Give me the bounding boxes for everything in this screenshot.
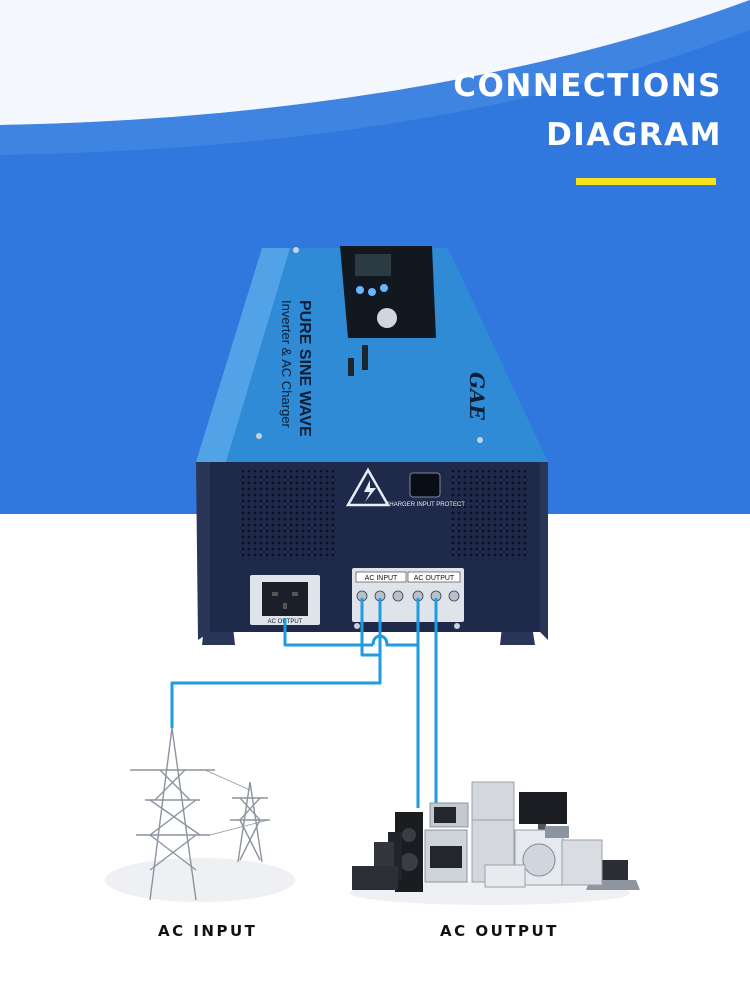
connection-wires — [170, 598, 438, 808]
page-title-line-1: CONNECTIONS — [453, 68, 722, 104]
power-tower-icon — [130, 727, 270, 901]
inverter-top-cover — [196, 248, 548, 462]
socket-output-wire — [283, 618, 373, 647]
power-button — [377, 308, 397, 328]
vent-perforations — [240, 470, 530, 560]
brand-logo: GAE — [465, 372, 489, 421]
panel-subtitle: Inverter & AC Charger — [279, 300, 294, 429]
title-underline — [576, 178, 716, 185]
charger-protect-label: CHARGER INPUT PROTECT — [385, 502, 465, 508]
terminal-ac-output-label: AC OUTPUT — [414, 575, 455, 582]
charger-input-breaker — [409, 472, 441, 498]
terminal-ac-input-label: AC INPUT — [365, 575, 398, 582]
ac-output-wire-1 — [371, 634, 420, 808]
home-appliances-icon — [350, 781, 640, 905]
tower-ground — [105, 858, 295, 902]
hero-decoration — [0, 0, 750, 155]
ac-output-caption: AC OUTPUT — [440, 922, 559, 940]
high-voltage-warning-icon — [345, 467, 391, 507]
ac-input-caption: AC INPUT — [158, 922, 258, 940]
ac-input-wire — [170, 598, 382, 728]
page-title-line-2: DIAGRAM — [546, 117, 722, 153]
panel-title: PURE SINE WAVE — [296, 300, 313, 437]
